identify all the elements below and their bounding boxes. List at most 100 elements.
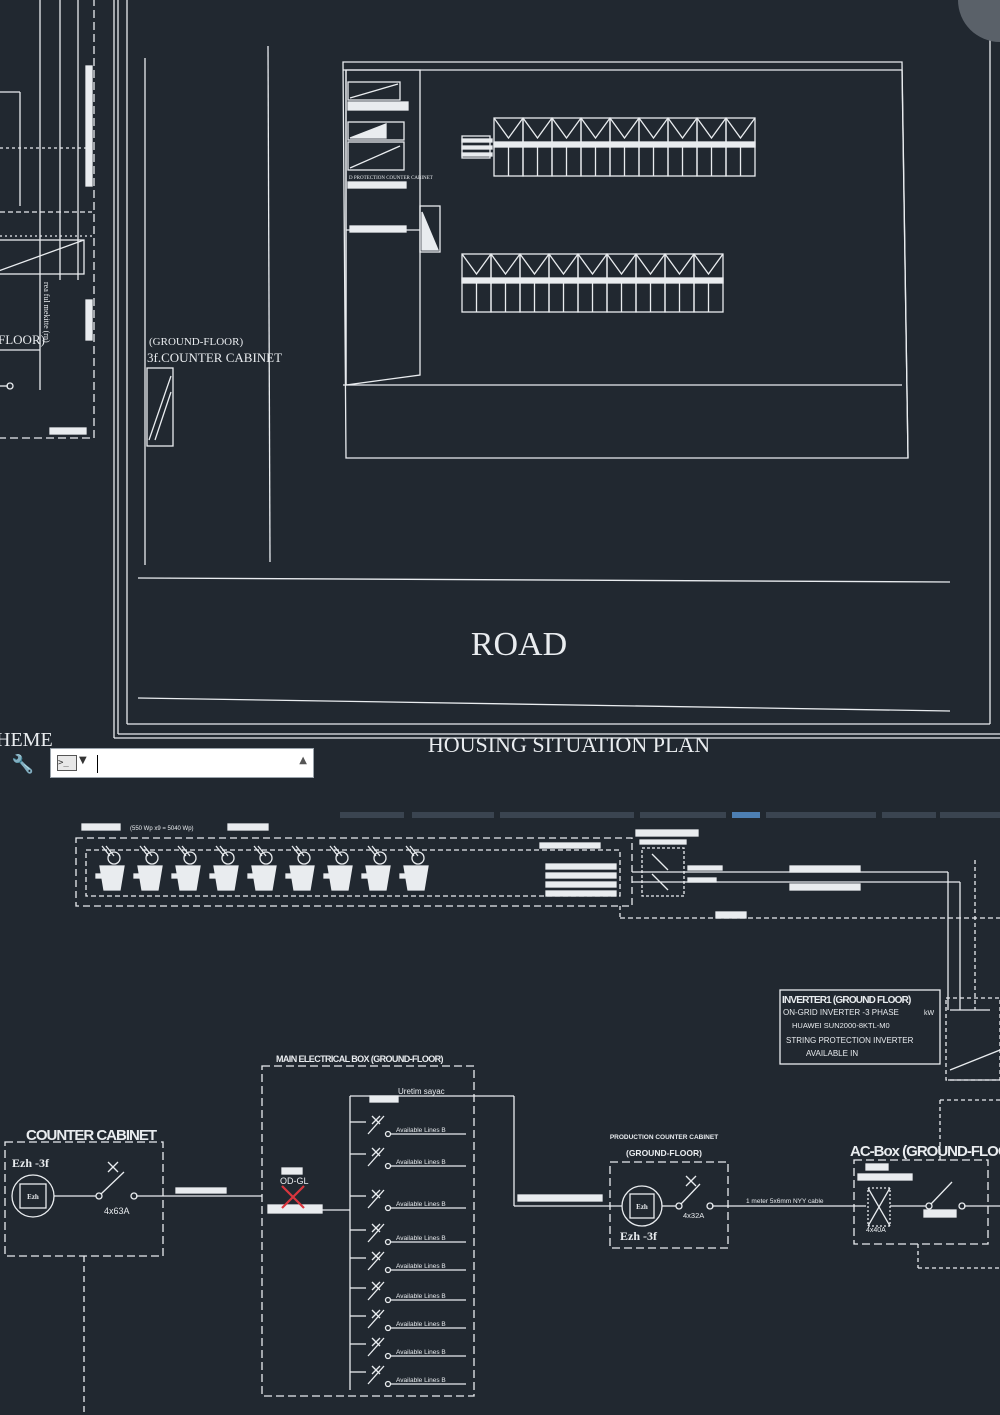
pv-panel [609,117,640,177]
pv-panel [667,117,698,177]
pv-panel [606,253,637,313]
left-floor-label: FLOOR) [0,332,45,347]
branch-breaker [350,1223,466,1246]
branch-line-label: Available Lines B [396,1159,446,1166]
pv-panel [696,117,727,177]
pv-panel [664,253,695,313]
branch-line-label: Available Lines B [396,1377,446,1384]
pv-module [247,845,277,891]
branch-breaker [350,1309,466,1332]
branch-line-label: Available Lines B [396,1349,446,1356]
branch-line-label: Available Lines B [396,1201,446,1208]
counter-cabinet-title: COUNTER CABINET [26,1127,157,1144]
branch-breaker [350,1365,466,1388]
inverter-kw-label: kW [924,1010,935,1017]
production-meter-label: Ezh -3f [620,1229,658,1243]
counter-cabinet-breaker: 4x63A [104,1206,130,1216]
branch-breaker [350,1189,466,1212]
inverter-box-symbol [347,81,409,111]
dc-isolator [619,829,1000,919]
chevron-up-icon[interactable]: ▲ [299,755,307,766]
pv-panel-row-1 [493,117,756,177]
production-meter-inner: Ezh [636,1203,648,1211]
pv-panel [548,253,579,313]
main-box-feed-label: Uretim sayac [398,1087,445,1096]
command-input[interactable]: >_ ▼ ▲ [50,748,314,778]
branch-line-label: Available Lines B [396,1263,446,1270]
pv-panel-row-2 [461,253,724,313]
pv-panel [635,253,666,313]
branch-line-label: Available Lines B [396,1293,446,1300]
ac-box-symbol [419,205,441,253]
left-drawing-fragment [0,0,95,439]
connector-block [461,135,493,159]
counter-cabinet-plan-label: 3f.COUNTER CABINET [147,350,282,365]
ground-floor-label: (GROUND-FLOOR) [149,336,243,348]
pv-panel [638,117,669,177]
pv-panel [493,117,524,177]
pv-module [323,845,353,891]
protection-box-label: D PROTECTION COUNTER CABINET [349,176,433,181]
plan-title: HOUSING SITUATION PLAN [428,732,710,757]
branch-breaker [350,1251,466,1274]
main-box-rcd-label: OD-GL [280,1176,309,1186]
pv-module [95,845,125,891]
inverter-line-1: ON-GRID INVERTER -3 PHASE [783,1008,899,1017]
acbox-breaker-label: 4x40A [866,1227,886,1234]
vertical-note: rea ful mekitte (rn) [42,282,51,343]
pv-panel [725,117,756,177]
inverter-line-4: AVAILABLE IN [806,1049,858,1058]
branch-breaker [350,1147,466,1170]
plot-boundary-lines [137,45,951,712]
pv-module [285,845,315,891]
branch-breaker [350,1281,466,1304]
inverter-line-2: HUAWEI SUN2000-8KTL-M0 [792,1021,890,1030]
branch-line-label: Available Lines B [396,1235,446,1242]
pv-panel [461,253,492,313]
ac-box [853,1159,1000,1269]
pv-module [133,845,163,891]
pv-string-labels [539,842,617,897]
branch-line-label: Available Lines B [396,1127,446,1134]
acbox-title: AC-Box (GROUND-FLOOR) [850,1143,1000,1160]
customize-wrench-icon[interactable]: 🔧 [11,754,35,775]
road-label: ROAD [471,626,567,663]
main-to-production-cable [468,1095,622,1207]
pv-rating-label: (550 Wp x9 = 5040 Wp) [130,826,194,832]
pv-panel [577,253,608,313]
counter-cabinet-plan-symbol [146,367,174,447]
pv-panel [519,253,550,313]
branch-breaker [350,1115,466,1138]
pv-panel [580,117,611,177]
main-electrical-box [261,1065,475,1397]
main-box-title: MAIN ELECTRICAL BOX (GROUND-FLOOR) [276,1054,444,1064]
cable-note: 1 meter 5x6mm NYY cable [746,1198,824,1205]
production-cabinet-floor: (GROUND-FLOOR) [626,1148,702,1158]
production-cabinet-title: PRODUCTION COUNTER CABINET [610,1134,718,1141]
pv-array-frame [75,823,633,907]
pv-panel [551,117,582,177]
pv-module [171,845,201,891]
tab-strip-fragment [340,812,1000,818]
production-breaker-label: 4x32A [683,1211,704,1220]
pv-module [399,845,429,891]
inverter-schematic-box [779,989,1000,1160]
counter-cabinet-box [4,1141,262,1415]
protection-box-symbol [347,121,407,233]
counter-cabinet-meter-label: Ezh -3f [12,1156,50,1170]
production-counter-cabinet [609,1161,866,1249]
chevron-down-icon[interactable]: ▼ [79,755,87,766]
pv-panel [522,117,553,177]
inverter-line-3: STRING PROTECTION INVERTER [786,1036,914,1045]
command-prompt-icon: >_ [57,755,77,771]
pv-panel [490,253,521,313]
pv-module [361,845,391,891]
branch-breaker [350,1337,466,1360]
counter-cabinet-meter-inner: Ezh [27,1193,39,1201]
pv-module [209,845,239,891]
viewcube-corner[interactable] [958,0,1000,42]
command-line-bar: 🔧 >_ ▼ ▲ [10,748,314,780]
dc-cable-run [700,860,976,1010]
left-scheme-label: HEME [0,729,53,751]
